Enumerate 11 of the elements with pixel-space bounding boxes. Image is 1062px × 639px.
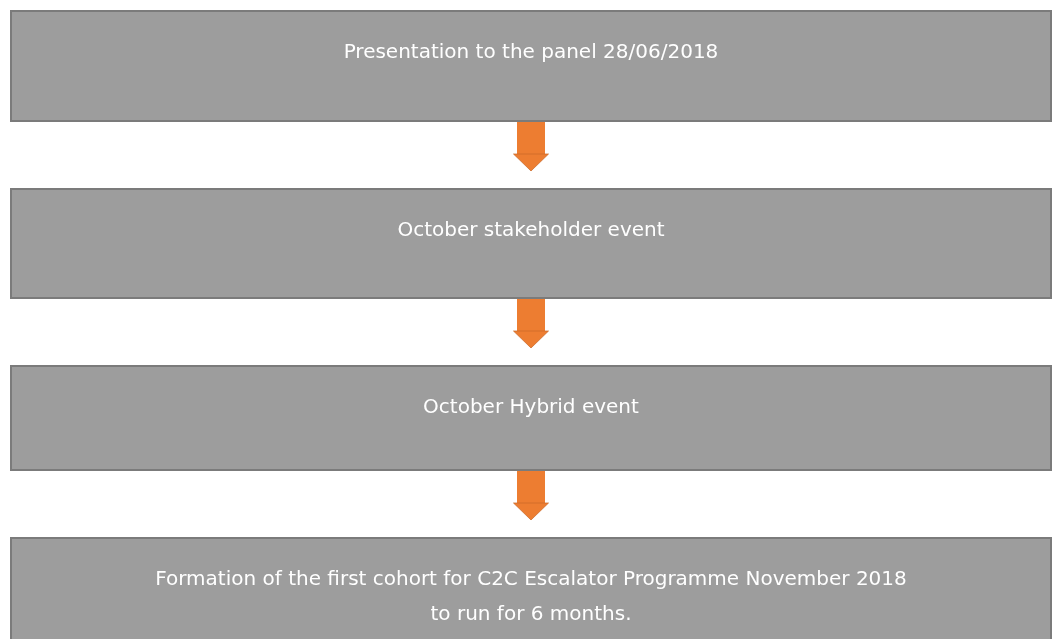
- process-box: [10, 365, 1052, 471]
- step-text: October stakeholder event: [397, 216, 665, 243]
- block-arrow: [513, 122, 549, 172]
- process-box: [10, 10, 1052, 122]
- step-text: October Hybrid event: [423, 393, 639, 420]
- process-box: [10, 537, 1052, 639]
- step-text: Formation of the first cohort for C2C Escalator Programme November 2018 to run for 6 months.: [154, 565, 908, 627]
- process-box: [10, 188, 1052, 299]
- block-arrow: [513, 299, 549, 349]
- block-arrow: [513, 471, 549, 521]
- step-text: Presentation to the panel 28/06/2018: [343, 38, 719, 65]
